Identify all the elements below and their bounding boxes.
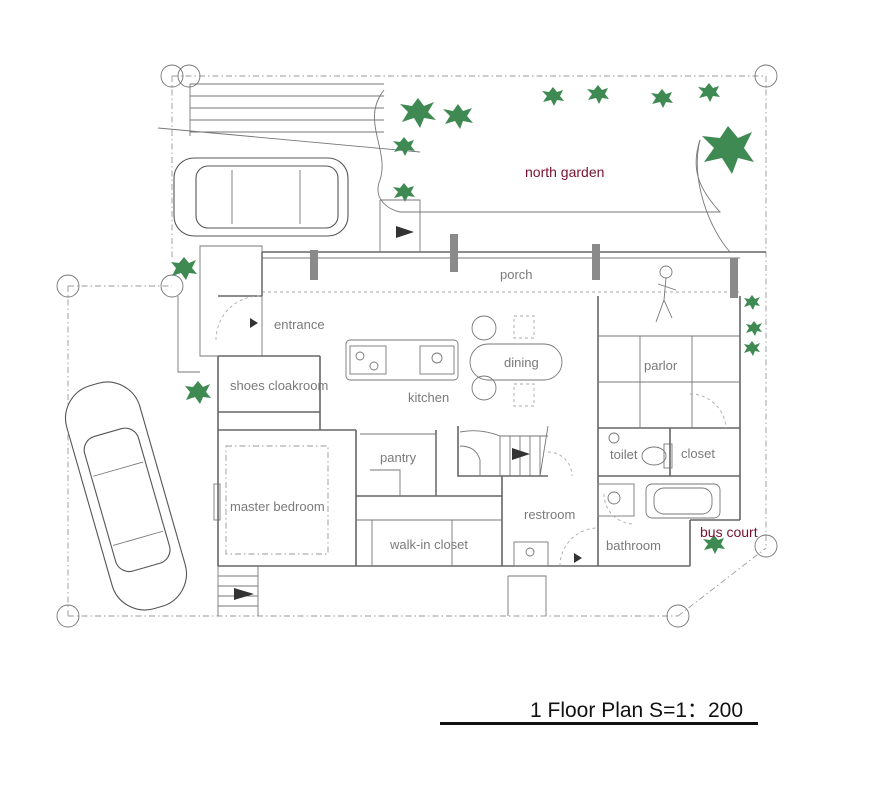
sink-icon — [608, 432, 620, 444]
label-walk-in-closet: walk-in closet — [389, 537, 468, 552]
kitchen-counter — [345, 339, 459, 381]
tree-icon — [185, 381, 211, 404]
boundary-marker — [56, 604, 80, 628]
boundary-marker — [754, 64, 778, 88]
arrows — [234, 226, 582, 600]
south-strip — [217, 566, 547, 616]
label-parlor: parlor — [644, 358, 678, 373]
tree-icon — [587, 85, 609, 104]
boundary-marker — [177, 64, 201, 88]
toilet-icon — [641, 443, 673, 469]
tree-icon — [746, 321, 762, 336]
bedroom-furniture — [213, 445, 502, 566]
trees — [171, 83, 762, 554]
title-underline — [440, 722, 758, 725]
parlor-tatami — [598, 335, 740, 428]
label-kitchen: kitchen — [408, 390, 449, 405]
tree-icon — [651, 89, 673, 108]
label-bus-court: bus court — [700, 524, 758, 540]
tree-icon — [542, 87, 564, 106]
parking-stripes — [157, 83, 731, 253]
tree-icon — [702, 126, 754, 174]
arrow-icon — [512, 448, 530, 460]
exterior-walls — [177, 245, 741, 567]
tree-icon — [393, 183, 415, 202]
plan-title: 1 Floor Plan S=1：200 — [530, 699, 744, 722]
car-icon — [65, 381, 187, 611]
tree-icon — [171, 257, 197, 280]
interior-walls — [218, 296, 740, 566]
label-dining: dining — [504, 355, 539, 370]
sink-icon — [419, 345, 455, 375]
tree-icon — [703, 535, 725, 554]
label-entrance: entrance — [274, 317, 325, 332]
boundary-marker — [56, 274, 80, 298]
person-figure — [655, 265, 677, 323]
porch-area — [262, 199, 766, 298]
boundary-marker — [754, 534, 778, 558]
label-shoes-cloakroom: shoes cloakroom — [230, 378, 328, 393]
tree-icon — [400, 98, 436, 128]
label-toilet: toilet — [610, 447, 638, 462]
boundary-marker — [160, 64, 184, 88]
label-bathroom: bathroom — [606, 538, 661, 553]
site-boundary — [56, 64, 778, 628]
label-closet: closet — [681, 446, 715, 461]
chair-icon — [471, 375, 497, 401]
stove-icon — [349, 345, 387, 375]
arrow-icon — [250, 318, 258, 328]
label-master-bedroom: master bedroom — [230, 499, 325, 514]
boundary-marker — [160, 274, 184, 298]
bathtub-icon — [645, 483, 721, 519]
tree-icon — [744, 341, 760, 356]
label-restroom: restroom — [524, 507, 575, 522]
arrow-icon — [574, 553, 582, 563]
staircase — [459, 425, 549, 477]
tree-icon — [393, 137, 415, 156]
label-north-garden: north garden — [525, 164, 604, 180]
tree-icon — [443, 104, 473, 129]
tree-icon — [698, 83, 720, 102]
sink-icon — [513, 541, 549, 567]
boundary-marker — [666, 604, 690, 628]
chair-icon — [471, 315, 497, 341]
arrow-icon — [396, 226, 414, 238]
arrow-icon — [234, 588, 254, 600]
label-porch: porch — [500, 267, 533, 282]
car-icon — [173, 157, 349, 237]
door-swings — [215, 295, 727, 567]
label-pantry: pantry — [380, 450, 417, 465]
tree-icon — [744, 295, 760, 310]
washbasin-icon — [597, 483, 635, 517]
dining-table — [469, 315, 563, 407]
